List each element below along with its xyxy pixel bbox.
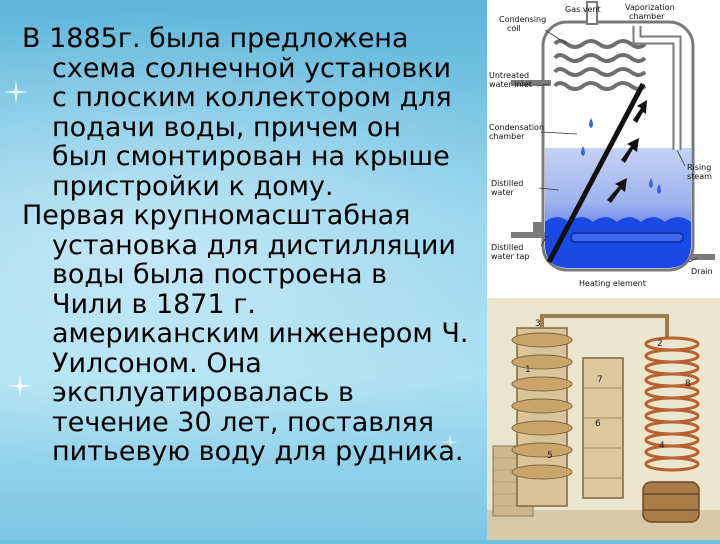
- apparatus-number: 6: [595, 419, 601, 429]
- gas-vent-pipe: [586, 1, 598, 25]
- text-line: питьевую воду для рудника.: [52, 436, 464, 467]
- text-line: с плоским коллектором для: [52, 82, 452, 113]
- slide-text: В 1885г. была предложена схема солнечной…: [22, 24, 492, 467]
- text-line: американским инженером Ч.: [52, 318, 469, 349]
- apparatus-number: 7: [597, 375, 603, 385]
- heating-element: [570, 232, 684, 243]
- apparatus-number: 5: [547, 451, 553, 461]
- text-line: схема солнечной установки: [52, 52, 452, 84]
- inlet-pipe: [511, 80, 551, 86]
- collection-barrel: [642, 481, 700, 523]
- steam-arrows: [607, 100, 647, 203]
- diagram-label: Drain: [691, 267, 713, 276]
- diagram-label: Vaporization: [625, 3, 675, 12]
- text-line: Первая крупномасштабная: [22, 200, 411, 231]
- distillation-apparatus-illustration: 3 2 4 1 5 6 7 8: [487, 298, 720, 540]
- diagram-label: water tap: [491, 252, 529, 261]
- separator-plate: [546, 82, 646, 264]
- diagram-label: water: [491, 188, 515, 197]
- diagram-label: coil: [507, 24, 521, 33]
- text-line: воды была построена в: [52, 259, 388, 290]
- text-line: был смонтирован на крыше: [52, 141, 450, 172]
- diagram-label: Distilled: [491, 243, 523, 252]
- text-line: Чили в 1871 г.: [52, 288, 257, 320]
- middle-vessel: [582, 357, 624, 499]
- diagram-label: Condensing: [499, 15, 546, 24]
- text-line: эксплуатировалась в: [52, 377, 354, 408]
- drain-pipe: [691, 254, 715, 260]
- paragraph-1: В 1885г. была предложена схема солнечной…: [22, 24, 492, 201]
- diagram-label: water inlet: [489, 80, 532, 89]
- sparkle-icon: [4, 80, 28, 104]
- diagram-label: Condensation: [489, 123, 544, 132]
- apparatus-number: 8: [685, 379, 691, 389]
- condensation-drops: [581, 118, 661, 194]
- diagram-label: chamber: [629, 12, 665, 21]
- apparatus-number: 4: [659, 441, 665, 451]
- text-line: течение 30 лет, поставляя: [52, 406, 434, 438]
- diagram-label: Untreated: [489, 71, 529, 80]
- diagram-label: Heating element: [579, 279, 646, 288]
- text-line: Уилсоном. Она: [52, 347, 262, 379]
- diagram-label: steam: [687, 172, 712, 181]
- apparatus-number: 1: [525, 365, 531, 375]
- text-line: установка для дистилляции: [52, 229, 456, 261]
- tap-pipe: [511, 232, 545, 238]
- diagram-label: chamber: [489, 132, 525, 141]
- copper-coil: [644, 336, 700, 472]
- sparkle-icon: [441, 433, 459, 451]
- connecting-pipe: [540, 314, 669, 338]
- diagram-label: Rising: [687, 163, 711, 172]
- sparkle-icon: [8, 374, 32, 398]
- diagram-label: Distilled: [491, 179, 523, 188]
- text-line: пристройки к дому.: [52, 170, 334, 202]
- text-line: В 1885г. была предложена: [22, 23, 409, 54]
- text-line: подачи воды, причем он: [52, 111, 402, 143]
- apparatus-svg: 3 2 4 1 5 6 7 8: [487, 298, 720, 540]
- distiller-diagram: Gas vent Vaporization chamber Condensing…: [487, 0, 720, 298]
- apparatus-number: 3: [535, 319, 541, 329]
- apparatus-number: 2: [657, 339, 663, 349]
- distiller-diagram-svg: Gas vent Vaporization chamber Condensing…: [489, 1, 715, 288]
- diagram-label: Gas vent: [565, 5, 601, 14]
- paragraph-2: Первая крупномасштабная установка для ди…: [22, 201, 492, 467]
